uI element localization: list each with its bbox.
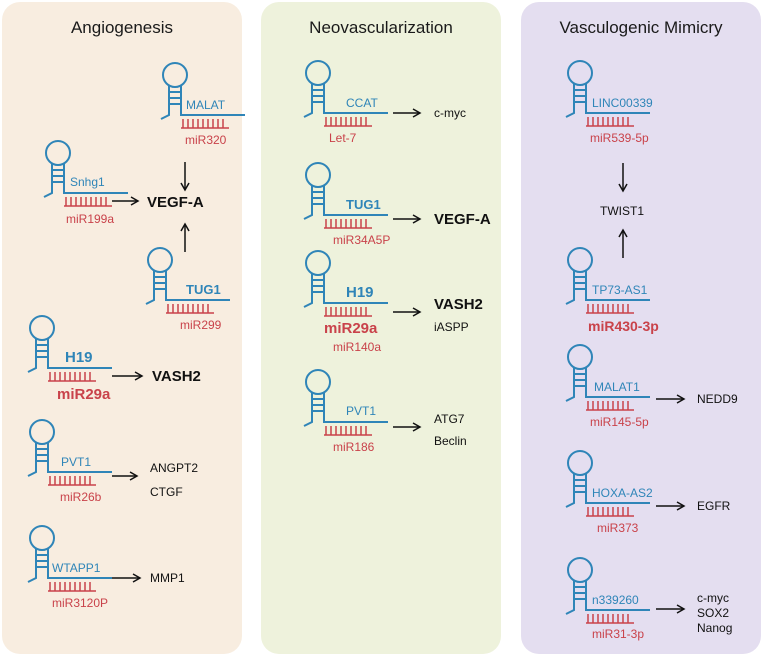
label-mir-tug1-neo: miR34A5P <box>333 233 391 247</box>
label-target-cmyc-neo: c-myc <box>434 106 466 120</box>
label-mir-tug1-angio: miR299 <box>180 318 222 332</box>
label-lnc-hoxaas2: HOXA-AS2 <box>592 486 653 500</box>
label-target-vegfa-neo: VEGF-A <box>434 211 491 228</box>
label-mir-wtapp1: miR3120P <box>52 596 109 610</box>
panel-angiogenesis <box>2 2 242 654</box>
hairpin-pvt1-angio <box>27 419 113 486</box>
label-lnc-h19-angio: H19 <box>65 349 93 366</box>
hairpin-tug1-neo <box>303 162 389 229</box>
label-lnc-pvt1-neo: PVT1 <box>346 404 377 418</box>
hairpin-malat <box>160 62 246 129</box>
label-mir-malat1: miR145-5p <box>590 415 649 429</box>
hairpin-wtapp1 <box>27 525 113 592</box>
panel-neovascularization <box>261 2 501 654</box>
hairpin-tp73as1 <box>565 247 651 314</box>
panel-vasculogenic-mimicry <box>521 2 761 654</box>
hairpin-hoxaas2 <box>565 450 651 517</box>
label-target-vegfa: VEGF-A <box>147 194 204 211</box>
hairpin-ccat <box>303 60 389 127</box>
hairpin-n339260 <box>565 557 651 624</box>
label-mir-snhg1: miR199a <box>66 212 115 226</box>
panel-title-vasculogenic-mimicry: Vasculogenic Mimicry <box>559 18 723 37</box>
label-lnc-tug1-neo: TUG1 <box>346 197 381 212</box>
panel-title-angiogenesis: Angiogenesis <box>70 18 174 37</box>
label-target-ctgf: CTGF <box>150 485 183 499</box>
label-mir-miR140a-neo: miR140a <box>333 340 382 354</box>
label-lnc-ccat: CCAT <box>346 96 378 110</box>
label-target-vash2-neo: VASH2 <box>434 296 483 313</box>
label-target-beclin: Beclin <box>434 434 467 448</box>
hairpin-malat1 <box>565 344 651 411</box>
label-lnc-pvt1-angio: PVT1 <box>61 455 92 469</box>
label-lnc-malat1: MALAT1 <box>594 380 640 394</box>
label-mir-pvt1-angio: miR26b <box>60 490 102 504</box>
label-target-angpt2: ANGPT2 <box>150 461 199 475</box>
label-lnc-malat: MALAT <box>186 98 226 112</box>
label-target-iaspp: iASPP <box>434 320 469 334</box>
label-target-mmp1: MMP1 <box>150 571 185 585</box>
label-lnc-tug1-angio: TUG1 <box>186 282 221 297</box>
label-mir-h19-angio: miR29a <box>57 386 111 403</box>
label-lnc-n339260: n339260 <box>592 593 639 607</box>
label-lnc-tp73as1: TP73-AS1 <box>592 283 648 297</box>
label-mir-miR29a-neo: miR29a <box>324 320 378 337</box>
label-mir-n339260: miR31-3p <box>592 627 645 641</box>
label-mir-pvt1-neo: miR186 <box>333 440 375 454</box>
label-target-sox2: SOX2 <box>697 606 730 620</box>
label-lnc-h19-neo: H19 <box>346 284 374 301</box>
label-mir-ccat: Let-7 <box>329 131 357 145</box>
label-target-egfr: EGFR <box>697 499 731 513</box>
hairpin-tug1-angio <box>145 247 231 314</box>
hairpin-linc00339 <box>565 60 651 127</box>
panel-title-neovascularization: Neovascularization <box>309 18 453 37</box>
label-lnc-wtapp1: WTAPP1 <box>52 561 101 575</box>
label-target-nedd9: NEDD9 <box>697 392 738 406</box>
label-target-twist1: TWIST1 <box>600 204 644 218</box>
label-lnc-snhg1: Snhg1 <box>70 175 105 189</box>
label-mir-tp73as1: miR430-3p <box>588 318 659 334</box>
label-target-atg7: ATG7 <box>434 412 465 426</box>
label-mir-linc00339: miR539-5p <box>590 131 649 145</box>
label-lnc-linc00339: LINC00339 <box>592 96 653 110</box>
hairpin-pvt1-neo <box>303 369 389 436</box>
label-target-cmyc-vm: c-myc <box>697 591 729 605</box>
label-target-vash2-angio: VASH2 <box>152 368 201 385</box>
label-mir-hoxaas2: miR373 <box>597 521 639 535</box>
label-mir-malat: miR320 <box>185 133 227 147</box>
label-target-nanog: Nanog <box>697 621 733 635</box>
hairpin-snhg1 <box>43 140 129 207</box>
